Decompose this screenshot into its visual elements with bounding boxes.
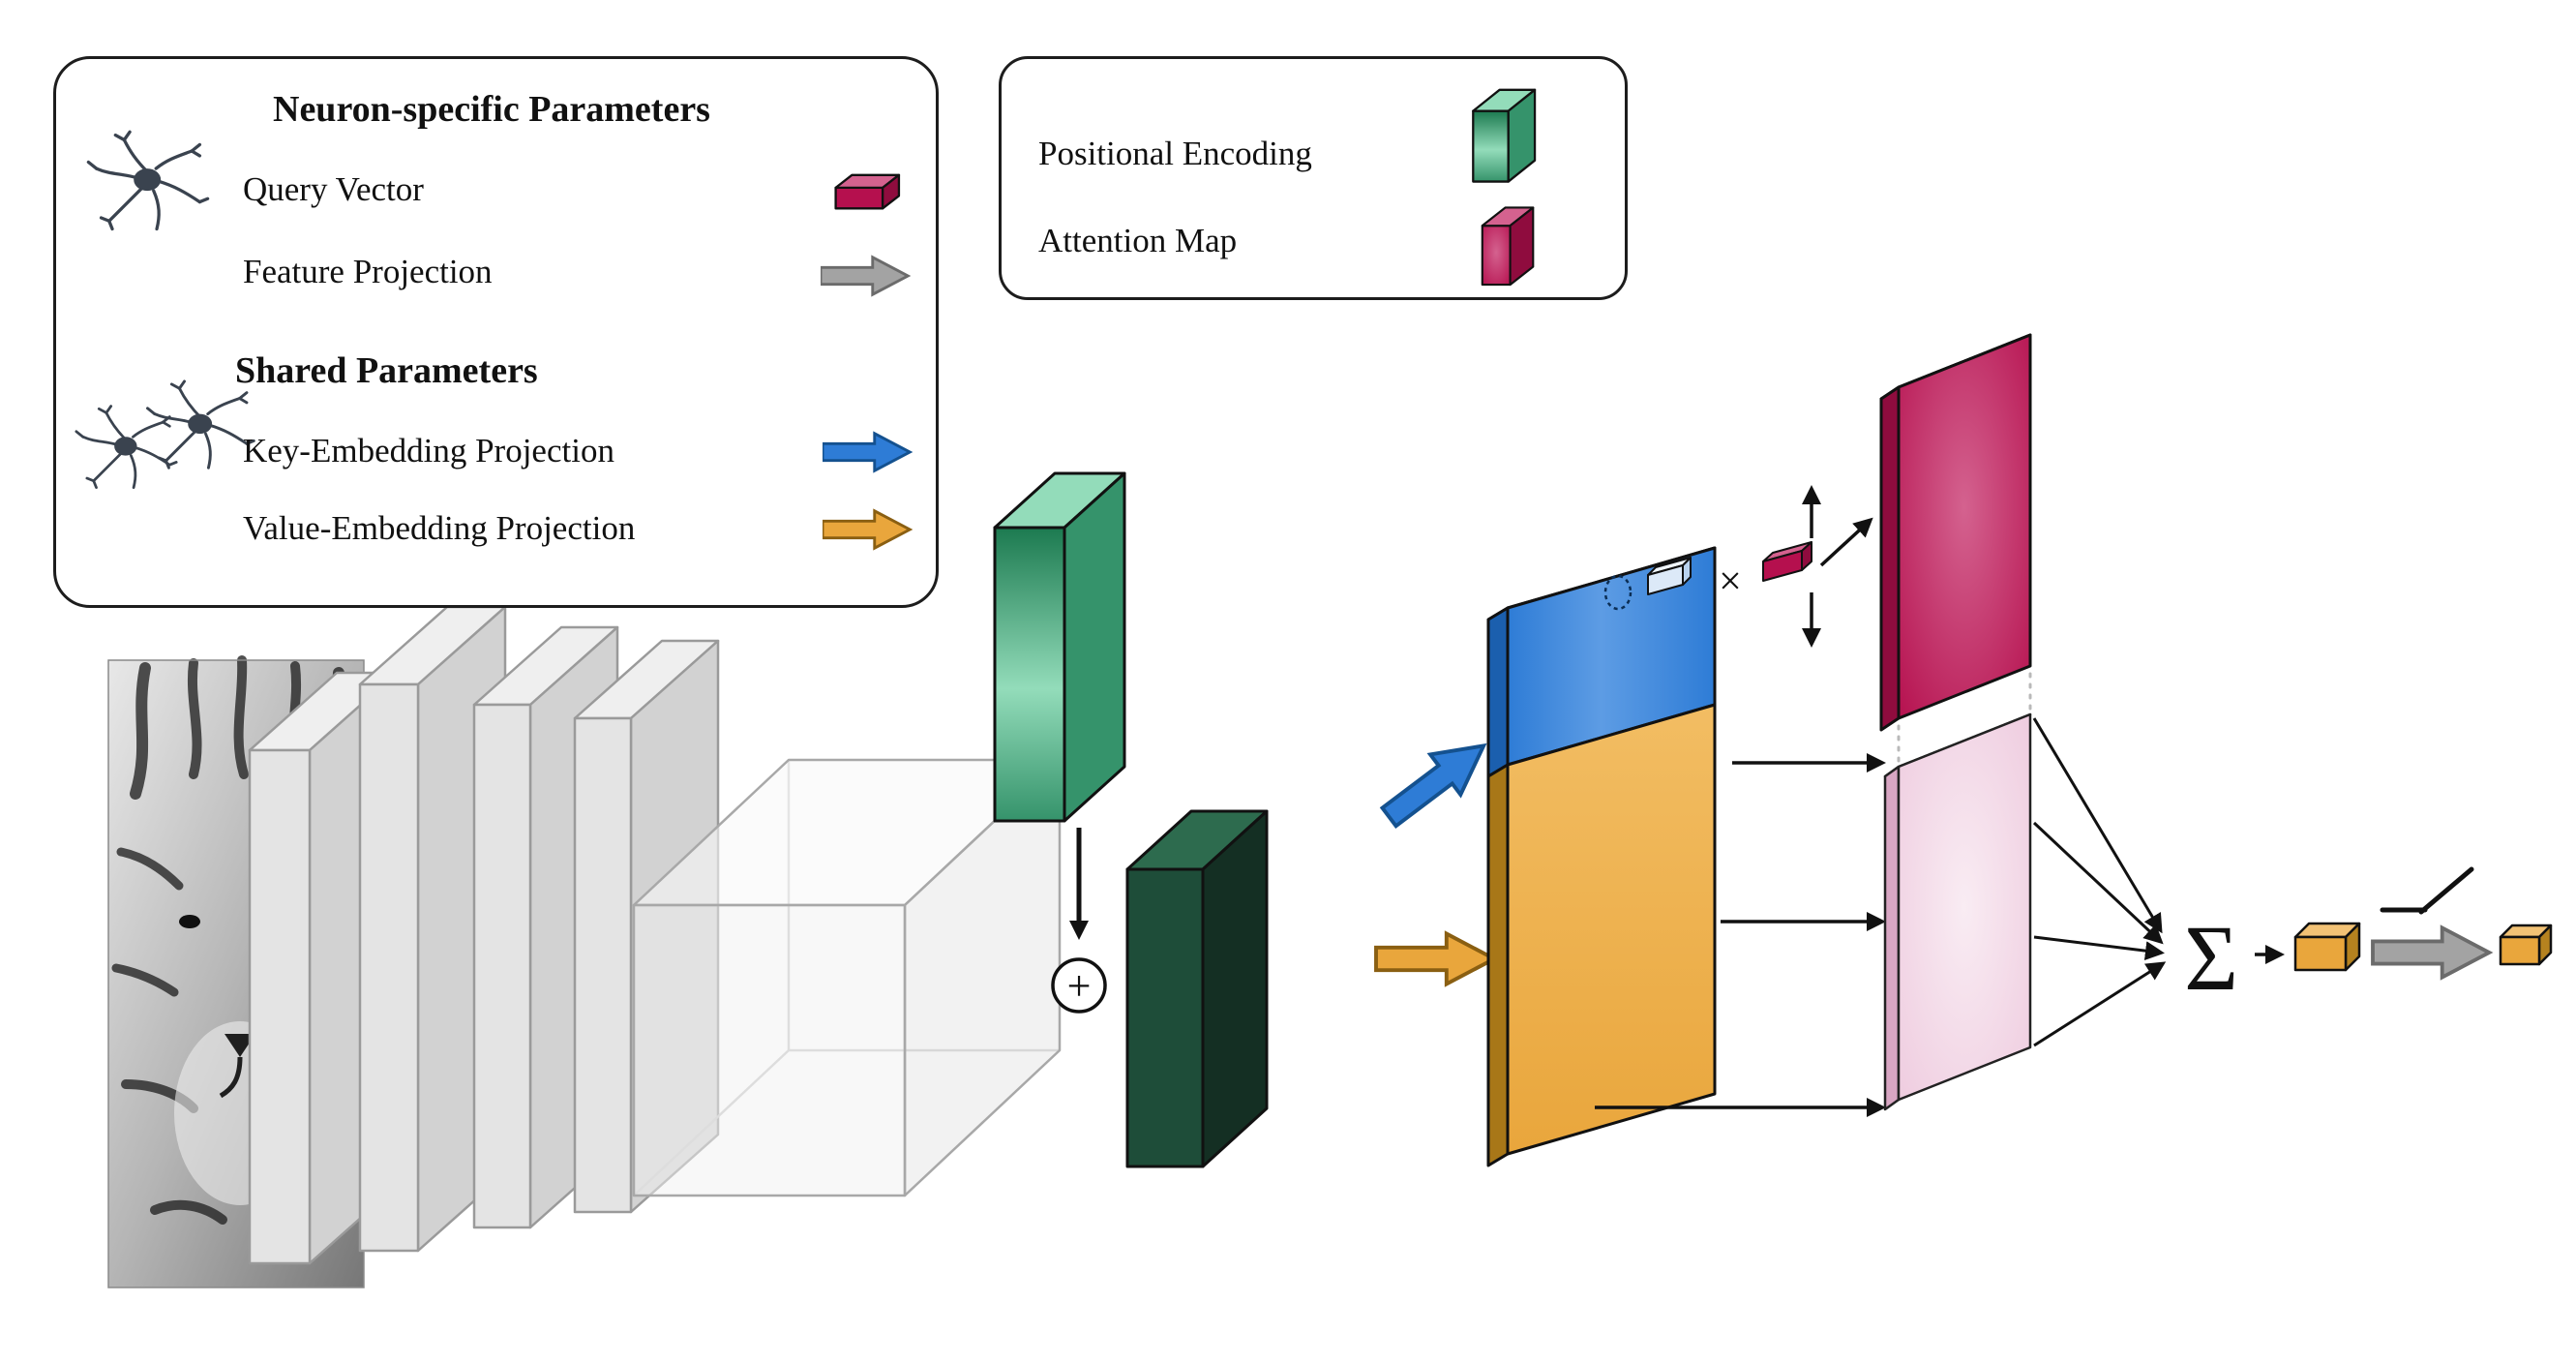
legend-parameters-title: Neuron-specific Parameters [273, 89, 710, 130]
output-projection-arrow [2371, 925, 2492, 980]
plus-icon: + [1067, 962, 1092, 1010]
neuron-icon [75, 129, 221, 240]
key-projection-label: Key-Embedding Projection [243, 432, 614, 469]
attention-map-icon [1476, 202, 1545, 293]
key-projection-arrow-icon [821, 429, 915, 475]
sum-symbol: Σ [2184, 906, 2238, 1010]
tiger-mouth [219, 1056, 243, 1099]
query-scan-arrows [1802, 485, 1873, 648]
value-projection-arrow-icon [821, 506, 915, 553]
key-sample-region [1603, 574, 1632, 611]
key-projection-arrow [1371, 723, 1501, 839]
positional-encoding-slab [993, 471, 1126, 823]
weighted-value-panel [1883, 712, 2032, 1111]
query-vector-box [1762, 541, 1812, 582]
sum-arrows [2032, 717, 2167, 1047]
shared-neurons-icon [64, 379, 267, 529]
shared-parameters-title: Shared Parameters [235, 350, 538, 391]
add-circle: + [1051, 957, 1107, 1014]
legend-parameters-box: Neuron-specific Parameters Query Vector … [53, 56, 939, 608]
value-projection-label: Value-Embedding Projection [243, 509, 636, 547]
feature-projection-arrow-icon [819, 253, 914, 299]
feature-cube [632, 758, 1062, 1197]
activation-icon [2380, 866, 2474, 915]
tiger-nose [225, 1034, 255, 1057]
attention-weight-connectors [1897, 672, 2032, 765]
multiply-icon: × [1719, 560, 1742, 604]
feature-map-slab [1125, 809, 1269, 1168]
value-arrows [1595, 753, 1886, 1117]
attention-map-panel [1879, 333, 2032, 732]
feature-projection-label: Feature Projection [243, 253, 493, 290]
value-embedding-panel [1486, 703, 1717, 1167]
value-projection-arrow [1374, 931, 1497, 986]
positional-encoding-label: Positional Encoding [1038, 135, 1312, 172]
query-vector-icon [830, 167, 912, 218]
tiger-eye-left [179, 915, 200, 928]
output-box-2 [2499, 924, 2553, 966]
positional-encoding-icon [1466, 84, 1545, 191]
output-box-1 [2293, 922, 2361, 972]
legend-maps-box: Positional Encoding Attention Map [999, 56, 1628, 300]
attention-map-label: Attention Map [1038, 222, 1238, 259]
query-vector-label: Query Vector [243, 170, 424, 208]
key-sample-box [1647, 557, 1692, 595]
